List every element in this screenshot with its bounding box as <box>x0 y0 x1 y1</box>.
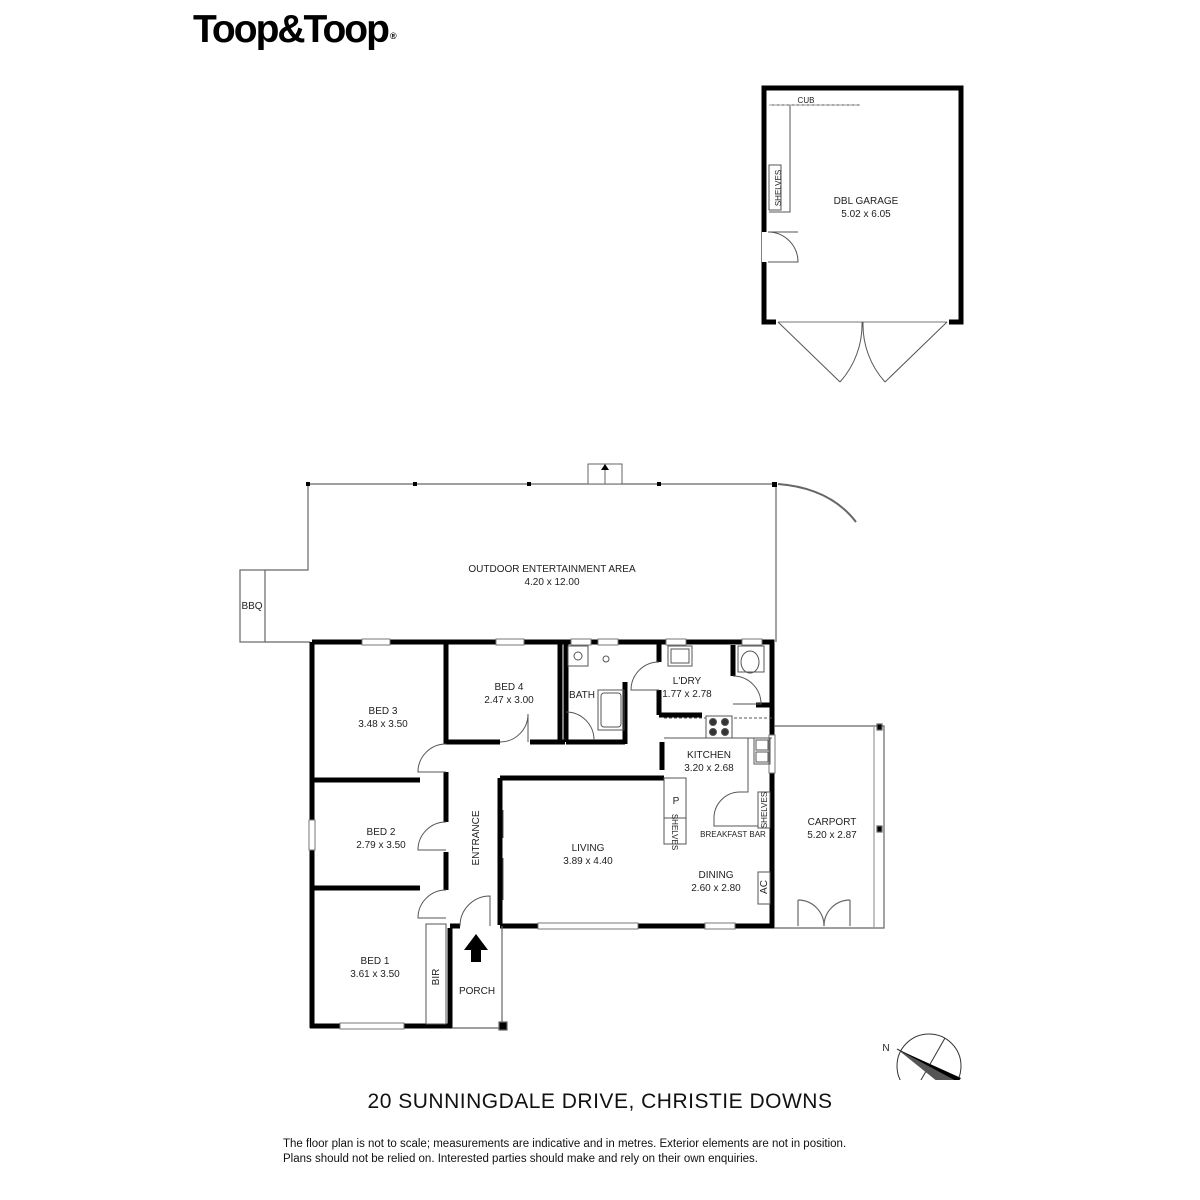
entry-arrow-icon <box>464 934 488 962</box>
laundry-name: L'DRY <box>673 676 702 687</box>
carport-name: CARPORT <box>808 817 857 828</box>
garage-size: 5.02 x 6.05 <box>841 209 891 220</box>
bed2-size: 2.79 x 3.50 <box>356 840 406 851</box>
brand-logo: Toop&Toop® <box>193 8 397 52</box>
house-walls <box>309 639 775 1029</box>
registered-mark: ® <box>389 31 397 41</box>
bed2-name: BED 2 <box>367 827 396 838</box>
pantry-label: P <box>673 796 680 807</box>
garage-structure <box>761 85 964 383</box>
laundry-size: 1.77 x 2.78 <box>662 689 712 700</box>
entrance-name: ENTRANCE <box>471 810 482 865</box>
bed4-name: BED 4 <box>495 682 524 693</box>
disclaimer-line-1: The floor plan is not to scale; measurem… <box>283 1138 847 1150</box>
compass-icon <box>896 1033 962 1080</box>
carport-size: 5.20 x 2.87 <box>807 830 857 841</box>
bed3-size: 3.48 x 3.50 <box>358 719 408 730</box>
bed4-size: 2.47 x 3.00 <box>484 695 534 706</box>
outdoor-area-outline <box>239 463 857 643</box>
porch-name: PORCH <box>459 986 495 997</box>
bed1-name: BED 1 <box>361 956 390 967</box>
floor-plan: CUB SHELVES DBL GARAGE 5.02 x 6.05 OUTDO… <box>239 85 964 1080</box>
garage-name: DBL GARAGE <box>834 196 899 207</box>
bed1-size: 3.61 x 3.50 <box>350 969 400 980</box>
kitchen-name: KITCHEN <box>687 750 731 761</box>
brand-name: Toop&Toop <box>193 8 390 51</box>
bath-name: BATH <box>569 690 595 701</box>
dining-name: DINING <box>699 870 734 881</box>
pantry-shelves-label: SHELVES <box>670 814 679 850</box>
bir-label: BIR <box>431 969 442 986</box>
property-address: 20 SUNNINGDALE DRIVE, CHRISTIE DOWNS <box>367 1090 833 1113</box>
bath-fixtures <box>567 645 765 731</box>
bed3-name: BED 3 <box>369 706 398 717</box>
carport-outline <box>774 723 885 929</box>
windows <box>308 638 776 1030</box>
kitchen-fixtures <box>663 715 772 905</box>
disclaimer-line-2: Plans should not be relied on. Intereste… <box>283 1153 758 1165</box>
garage-shelves-label: SHELVES <box>774 170 783 206</box>
outdoor-size: 4.20 x 12.00 <box>524 577 579 588</box>
breakfast-bar-label: BREAKFAST BAR <box>700 830 766 839</box>
disclaimer: The floor plan is not to scale; measurem… <box>283 1137 1003 1167</box>
dining-size: 2.60 x 2.80 <box>691 883 741 894</box>
living-size: 3.89 x 4.40 <box>563 856 613 867</box>
living-name: LIVING <box>572 843 605 854</box>
cub-label: CUB <box>798 96 815 105</box>
outdoor-name: OUTDOOR ENTERTAINMENT AREA <box>468 564 636 575</box>
bbq-label: BBQ <box>241 601 262 612</box>
compass-north-label: N <box>882 1043 889 1054</box>
doors <box>417 661 762 927</box>
kitchen-shelves-label: SHELVES <box>760 792 769 828</box>
kitchen-size: 3.20 x 2.68 <box>684 763 734 774</box>
ac-label: AC <box>759 880 770 894</box>
porch-outline <box>452 926 508 1031</box>
